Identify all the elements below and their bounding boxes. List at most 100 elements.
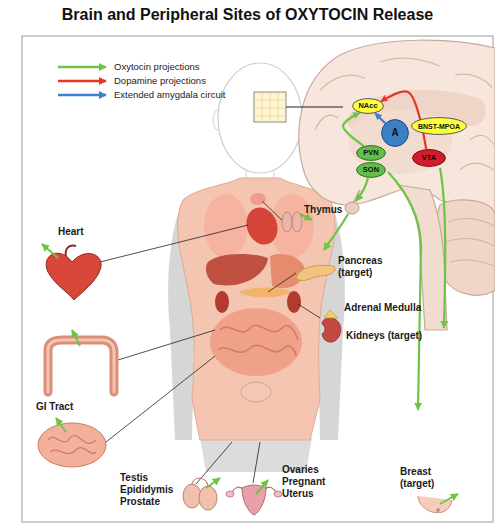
nucleus-ellipse: SON <box>356 162 386 178</box>
organ-label: Ovaries Pregnant Uterus <box>282 464 340 500</box>
node-outline <box>413 150 446 167</box>
organ-icons <box>192 478 208 486</box>
legend-item: Oxytocin projections <box>114 61 200 73</box>
organ-icons <box>324 310 338 318</box>
node-label: SON <box>363 166 379 174</box>
internal-organs <box>241 382 271 402</box>
internal-organs <box>220 325 298 340</box>
internal-organs <box>270 254 305 288</box>
internal-organs <box>218 345 296 356</box>
node-label: VTA <box>422 154 436 162</box>
organ-icons <box>66 245 76 256</box>
release-arrows-small <box>256 480 268 494</box>
organ-icons <box>48 340 114 392</box>
organ-icons <box>48 340 114 392</box>
organ-icons <box>322 318 341 342</box>
organ-icons <box>38 212 452 515</box>
amygdala-projection <box>375 113 385 123</box>
organ-icons <box>48 435 96 453</box>
nucleus-ellipse: PVN <box>356 145 386 161</box>
internal-organs <box>204 193 314 402</box>
brain-section <box>446 219 494 266</box>
organ-label: Breast (target) <box>400 466 445 490</box>
organ-icons <box>296 265 335 280</box>
organ-icons <box>38 423 106 467</box>
nucleus-ellipse: VTA <box>412 149 446 167</box>
oxytocin-release-arrows <box>388 172 421 410</box>
node-label: PVN <box>363 149 378 157</box>
nucleus-ellipse: BNST-MPOA <box>411 117 467 135</box>
oxytocin-projection <box>343 113 364 146</box>
figure-title: Brain and Peripheral Sites of OXYTOCIN R… <box>0 6 495 24</box>
organ-label: Testis Epididymis Prostate <box>120 472 182 508</box>
organ-label: Heart <box>58 226 84 238</box>
node-label: NAcc <box>358 102 377 110</box>
node-outline <box>412 118 467 135</box>
organ-icons <box>418 496 452 513</box>
release-arrows-small <box>440 494 458 504</box>
organ-label: GI Tract <box>36 401 73 413</box>
organ-icons <box>199 486 217 510</box>
internal-organs <box>287 291 301 313</box>
release-arrows-small <box>56 418 66 432</box>
leader-lines <box>106 356 215 442</box>
organ-label: Thymus <box>304 204 342 216</box>
legend-text: Extended amygdala circuit <box>114 89 225 100</box>
internal-organs <box>204 194 248 258</box>
internal-organs <box>210 308 302 376</box>
oxytocin-release-arrows <box>324 214 348 250</box>
organ-label: Adrenal Medulla <box>344 302 421 314</box>
internal-organs <box>215 291 229 313</box>
brain-section <box>345 202 359 214</box>
leader-lines <box>262 201 284 222</box>
figure-frame <box>22 36 493 522</box>
organ-label: Pancreas (target) <box>338 255 390 279</box>
node-outline <box>357 163 386 178</box>
organ-icons <box>282 212 292 232</box>
head-inset <box>254 92 286 122</box>
leader-lines <box>196 442 232 484</box>
node-outline <box>353 99 384 114</box>
leader-lines <box>253 442 260 483</box>
release-arrows-small <box>42 214 458 504</box>
nucleus-ellipse: NAcc <box>352 98 384 114</box>
brain-section <box>299 40 495 215</box>
release-arrows-small <box>206 478 220 488</box>
leader-lines <box>298 304 320 318</box>
legend-arrows <box>58 67 106 95</box>
legend-item: Dopamine projections <box>114 75 206 87</box>
release-arrows-small <box>72 330 80 346</box>
organ-icons <box>46 253 101 300</box>
leader-lines <box>118 330 215 360</box>
legend-item: Extended amygdala circuit <box>114 89 225 101</box>
node-outline <box>357 146 386 161</box>
connector-group <box>343 91 426 149</box>
oxytocin-release-arrows <box>356 178 368 201</box>
oxytocin-release-arrows <box>440 168 445 328</box>
organ-icons <box>274 491 282 497</box>
brain-section <box>315 58 494 170</box>
internal-organs <box>250 193 266 205</box>
organ-label: Kidneys (target) <box>346 330 422 342</box>
head-inset <box>286 107 343 108</box>
internal-organs <box>241 203 282 249</box>
organ-icons <box>436 508 440 512</box>
head-outline <box>213 63 302 182</box>
head-inset <box>254 92 286 122</box>
legend-text: Dopamine projections <box>114 75 206 86</box>
node-outline <box>382 120 409 147</box>
organ-icons <box>183 484 201 508</box>
node-label: A <box>391 128 398 138</box>
legend-arrows <box>58 94 106 97</box>
leader-lines <box>100 201 320 484</box>
head-outline <box>218 63 302 173</box>
leader-lines <box>100 225 248 262</box>
body-figure <box>178 178 335 440</box>
amygdala-circle: A <box>381 119 409 147</box>
internal-organs <box>206 254 268 286</box>
release-arrows-small <box>42 244 58 258</box>
organ-icons <box>226 491 234 497</box>
